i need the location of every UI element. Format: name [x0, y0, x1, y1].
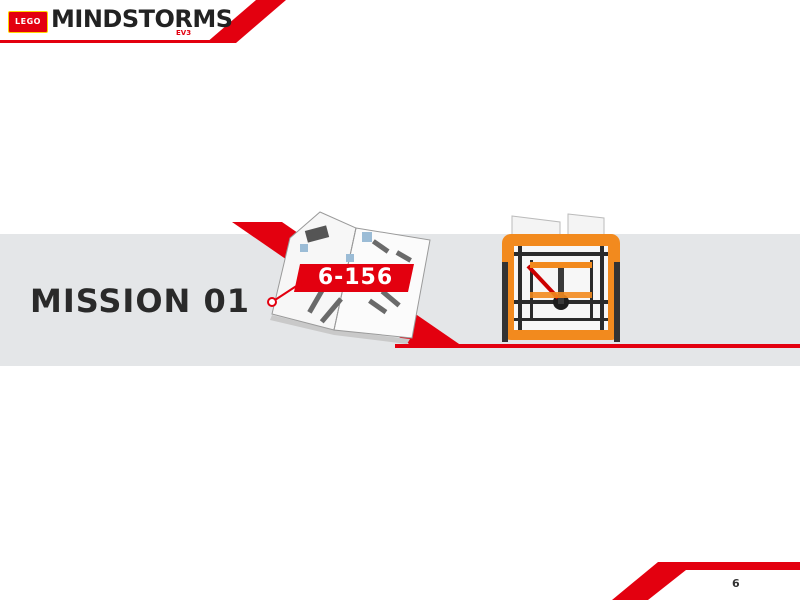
- mindstorms-wordmark: MINDSTORMS: [51, 5, 233, 33]
- pointer-dot: [267, 297, 277, 307]
- band-red-line: [395, 344, 800, 348]
- lego-logo: LEGO: [8, 11, 48, 33]
- mission-title: MISSION 01: [30, 282, 250, 320]
- ev3-label: EV3: [176, 29, 192, 37]
- header-underline: [0, 40, 212, 43]
- step-banner: [294, 264, 414, 292]
- pointer-arrow: [274, 282, 302, 301]
- booklet-page-content: [300, 225, 412, 324]
- step-range-label: 6-156: [317, 265, 394, 290]
- page-number: 6: [732, 577, 740, 590]
- header-red-slash: [206, 0, 286, 43]
- footer-white-shape: [648, 570, 800, 600]
